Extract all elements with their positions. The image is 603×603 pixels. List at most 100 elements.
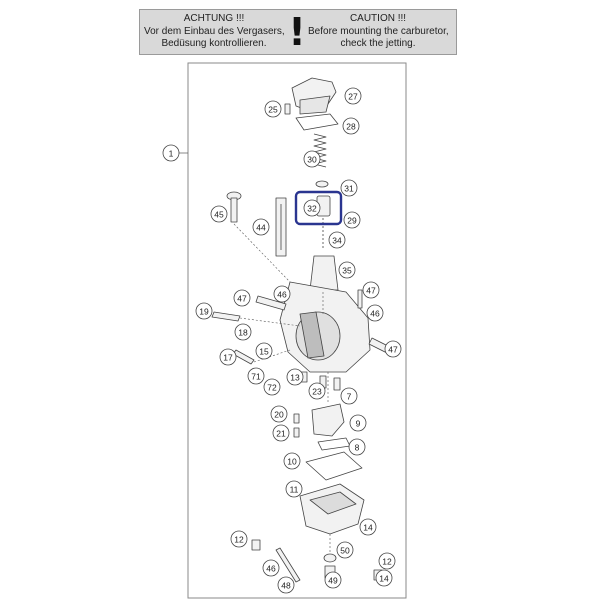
callout-32: 32 <box>303 199 321 217</box>
callout-circle <box>219 348 237 366</box>
callout-12: 12 <box>230 530 248 548</box>
throttle-spring <box>313 133 327 168</box>
callout-number: 44 <box>256 223 266 233</box>
callout-45: 45 <box>210 205 228 223</box>
callout-circle <box>270 405 288 423</box>
callout-circle <box>362 281 380 299</box>
highlight-box <box>294 190 343 226</box>
float-bowl-inner <box>309 491 357 515</box>
throttle-valve <box>309 255 339 291</box>
callout-17: 17 <box>219 348 237 366</box>
callout-circle <box>328 231 346 249</box>
callout-number: 12 <box>382 557 392 567</box>
callout-circle <box>344 87 362 105</box>
warning-german-line1: Vor dem Einbau des Vergasers, <box>144 25 285 37</box>
callout-number: 25 <box>268 105 278 115</box>
callout-circle <box>336 541 354 559</box>
callout-46: 46 <box>273 285 291 303</box>
callout-29: 29 <box>343 211 361 229</box>
vent-hose <box>255 295 287 311</box>
callout-number: 14 <box>363 523 373 533</box>
callout-30: 30 <box>303 150 321 168</box>
callout-47: 47 <box>362 281 380 299</box>
callout-number: 21 <box>276 429 286 439</box>
warning-english-title: CAUTION !!! <box>349 13 407 24</box>
callout-11: 11 <box>285 480 303 498</box>
callout-circle <box>285 480 303 498</box>
callout-number: 27 <box>348 92 358 102</box>
warning-english-line1: Before mounting the carburetor, <box>308 25 449 37</box>
callout-number: 23 <box>312 387 322 397</box>
cover-body <box>299 95 331 115</box>
assembly-frame <box>187 62 407 599</box>
callout-circle <box>210 205 228 223</box>
callout-number: 47 <box>388 345 398 355</box>
callout-number: 12 <box>234 535 244 545</box>
callout-circle <box>303 150 321 168</box>
callout-number: 20 <box>274 410 284 420</box>
callout-14: 14 <box>359 518 377 536</box>
callout-number: 10 <box>287 457 297 467</box>
callout-number: 47 <box>366 286 376 296</box>
callout-27: 27 <box>344 87 362 105</box>
pump-screw <box>293 413 300 424</box>
callout-circle <box>264 100 282 118</box>
callout-number: 71 <box>251 372 261 382</box>
callout-number: 13 <box>290 373 300 383</box>
callout-number: 46 <box>370 309 380 319</box>
callout-71: 71 <box>247 367 265 385</box>
callout-48: 48 <box>277 576 295 594</box>
drain-plug-washer <box>323 553 337 563</box>
callout-18: 18 <box>234 323 252 341</box>
callout-number: 15 <box>259 347 269 357</box>
callout-number: 46 <box>266 564 276 574</box>
callout-28: 28 <box>342 117 360 135</box>
needle-clip <box>315 180 329 188</box>
callout-35: 35 <box>338 261 356 279</box>
callout-circle <box>252 218 270 236</box>
callout-10: 10 <box>283 452 301 470</box>
callout-13: 13 <box>286 368 304 386</box>
vent-hose-right <box>357 289 363 309</box>
accelerator-pump <box>311 403 345 437</box>
callout-circle <box>342 117 360 135</box>
callout-25: 25 <box>264 100 282 118</box>
warning-german: ACHTUNG !!! Vor dem Einbau des Vergasers… <box>144 13 285 51</box>
callout-number: 29 <box>347 216 357 226</box>
callout-circle <box>277 576 295 594</box>
callout-46: 46 <box>262 559 280 577</box>
callout-circle <box>233 289 251 307</box>
callout-number: 46 <box>277 290 287 300</box>
warning-german-title: ACHTUNG !!! <box>183 13 245 24</box>
callout-circle <box>247 367 265 385</box>
callout-number: 30 <box>307 155 317 165</box>
callout-number: 45 <box>214 210 224 220</box>
callout-number: 9 <box>356 419 361 429</box>
callout-44: 44 <box>252 218 270 236</box>
callout-circle <box>375 569 393 587</box>
callout-circle <box>286 368 304 386</box>
bowl-gasket <box>305 451 363 481</box>
callout-circle <box>262 559 280 577</box>
callout-7: 7 <box>340 387 358 405</box>
callout-12: 12 <box>378 552 396 570</box>
callout-23: 23 <box>308 382 326 400</box>
callout-circle <box>255 342 273 360</box>
callout-circle <box>338 261 356 279</box>
callout-1: 1 <box>162 144 180 162</box>
callout-number: 28 <box>346 122 356 132</box>
callout-15: 15 <box>255 342 273 360</box>
callout-number: 35 <box>342 266 352 276</box>
callout-number: 19 <box>199 307 209 317</box>
callout-number: 49 <box>328 576 338 586</box>
callout-72: 72 <box>263 378 281 396</box>
callout-number: 1 <box>169 149 174 159</box>
callout-number: 11 <box>290 485 299 495</box>
callout-21: 21 <box>272 424 290 442</box>
callout-circle <box>348 438 366 456</box>
pilot-jet <box>333 377 341 391</box>
callout-circle <box>195 302 213 320</box>
warning-english: CAUTION !!! Before mounting the carburet… <box>308 13 449 51</box>
